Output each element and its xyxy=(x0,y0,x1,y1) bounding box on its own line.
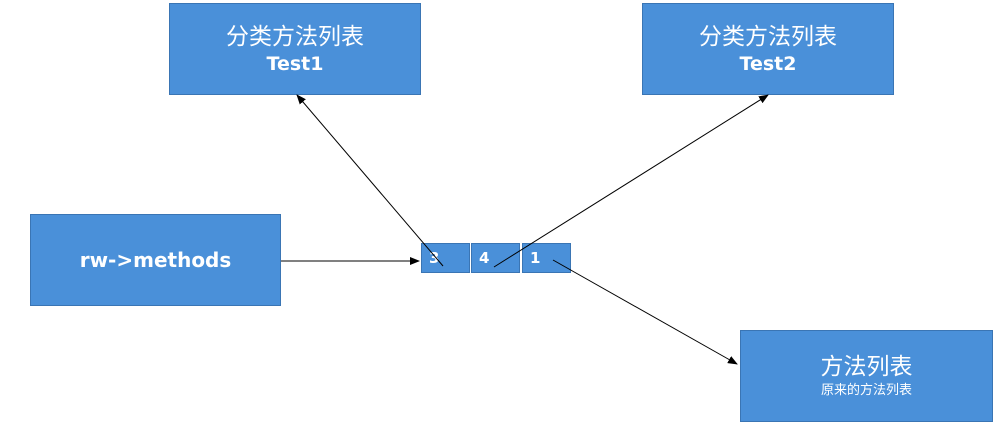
category-method-list-test2-subtitle: Test2 xyxy=(739,53,797,75)
arrow-cell3-to-original xyxy=(552,259,738,365)
category-method-list-test2-title: 分类方法列表 xyxy=(699,24,837,50)
original-method-list-subtitle: 原来的方法列表 xyxy=(820,383,912,398)
category-method-list-test1-subtitle: Test1 xyxy=(266,53,324,75)
category-method-list-test2-box: 分类方法列表 Test2 xyxy=(642,3,894,95)
arrow-cell1-to-test1 xyxy=(296,94,444,267)
original-method-list-title: 方法列表 xyxy=(820,354,913,380)
method-array-cell-1: 3 xyxy=(421,243,470,273)
category-method-list-test1-title: 分类方法列表 xyxy=(226,24,364,50)
rw-methods-box: rw->methods xyxy=(30,214,281,306)
original-method-list-box: 方法列表 原来的方法列表 xyxy=(740,330,993,422)
rw-methods-label: rw->methods xyxy=(79,248,232,272)
category-method-list-test1-box: 分类方法列表 Test1 xyxy=(169,3,421,95)
arrow-cell2-to-test2 xyxy=(493,94,769,268)
method-array-cell-2: 4 xyxy=(471,243,520,273)
method-array-cell-3: 1 xyxy=(522,243,571,273)
